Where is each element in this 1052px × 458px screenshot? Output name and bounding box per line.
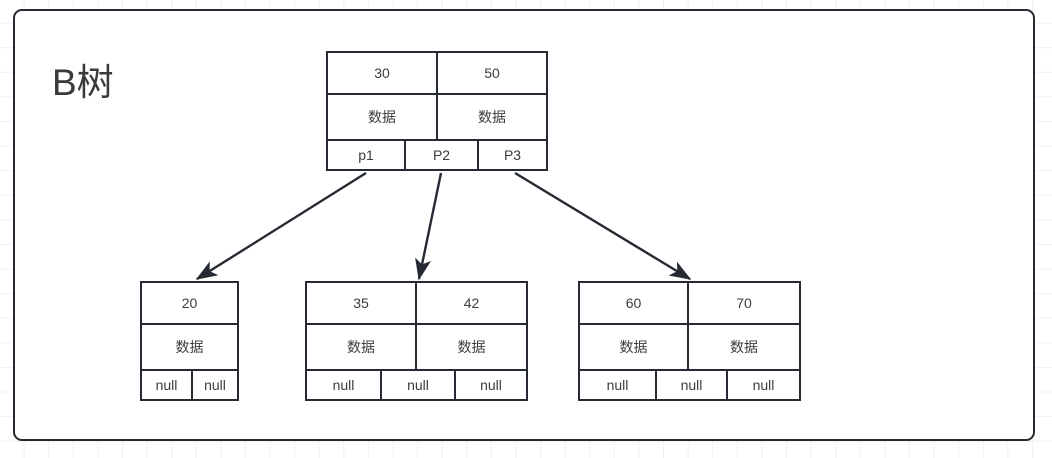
root-node: 30 50 数据 数据 p1 P2 P3 — [326, 51, 548, 171]
root-pointer-cell-p3: P3 — [477, 139, 548, 171]
middle-child-key-cell-1: 42 — [415, 281, 528, 325]
middle-child-data-row: 数据 数据 — [305, 323, 528, 371]
right-child-key-cell-0: 60 — [578, 281, 689, 325]
root-data-cell-0: 数据 — [326, 93, 438, 141]
middle-child-pointer-row: null null null — [305, 369, 528, 401]
root-pointer-cell-p2: P2 — [404, 139, 479, 171]
left-child-pointer-row: null null — [140, 369, 239, 401]
middle-child-data-cell-0: 数据 — [305, 323, 417, 371]
child-node-left: 20 数据 null null — [140, 281, 239, 401]
left-child-key-row: 20 — [140, 281, 239, 325]
root-key-cell-1: 50 — [436, 51, 548, 95]
right-child-data-row: 数据 数据 — [578, 323, 801, 371]
root-data-row: 数据 数据 — [326, 93, 548, 141]
root-key-cell-0: 30 — [326, 51, 438, 95]
left-child-pointer-cell-0: null — [140, 369, 193, 401]
middle-child-pointer-cell-0: null — [305, 369, 382, 401]
middle-child-pointer-cell-2: null — [454, 369, 528, 401]
middle-child-data-cell-1: 数据 — [415, 323, 528, 371]
child-node-middle: 35 42 数据 数据 null null null — [305, 281, 528, 401]
left-child-data-row: 数据 — [140, 323, 239, 371]
left-child-data-cell-0: 数据 — [140, 323, 239, 371]
root-data-cell-1: 数据 — [436, 93, 548, 141]
middle-child-key-cell-0: 35 — [305, 281, 417, 325]
middle-child-key-row: 35 42 — [305, 281, 528, 325]
middle-child-pointer-cell-1: null — [380, 369, 456, 401]
right-child-pointer-cell-2: null — [726, 369, 801, 401]
page-title: B树 — [52, 62, 114, 103]
child-node-right: 60 70 数据 数据 null null null — [578, 281, 801, 401]
root-key-row: 30 50 — [326, 51, 548, 95]
right-child-data-cell-1: 数据 — [687, 323, 801, 371]
right-child-pointer-cell-0: null — [578, 369, 657, 401]
left-child-key-cell-0: 20 — [140, 281, 239, 325]
root-pointer-cell-p1: p1 — [326, 139, 406, 171]
root-pointer-row: p1 P2 P3 — [326, 139, 548, 171]
right-child-key-cell-1: 70 — [687, 281, 801, 325]
right-child-data-cell-0: 数据 — [578, 323, 689, 371]
right-child-key-row: 60 70 — [578, 281, 801, 325]
right-child-pointer-row: null null null — [578, 369, 801, 401]
left-child-pointer-cell-1: null — [191, 369, 239, 401]
right-child-pointer-cell-1: null — [655, 369, 728, 401]
